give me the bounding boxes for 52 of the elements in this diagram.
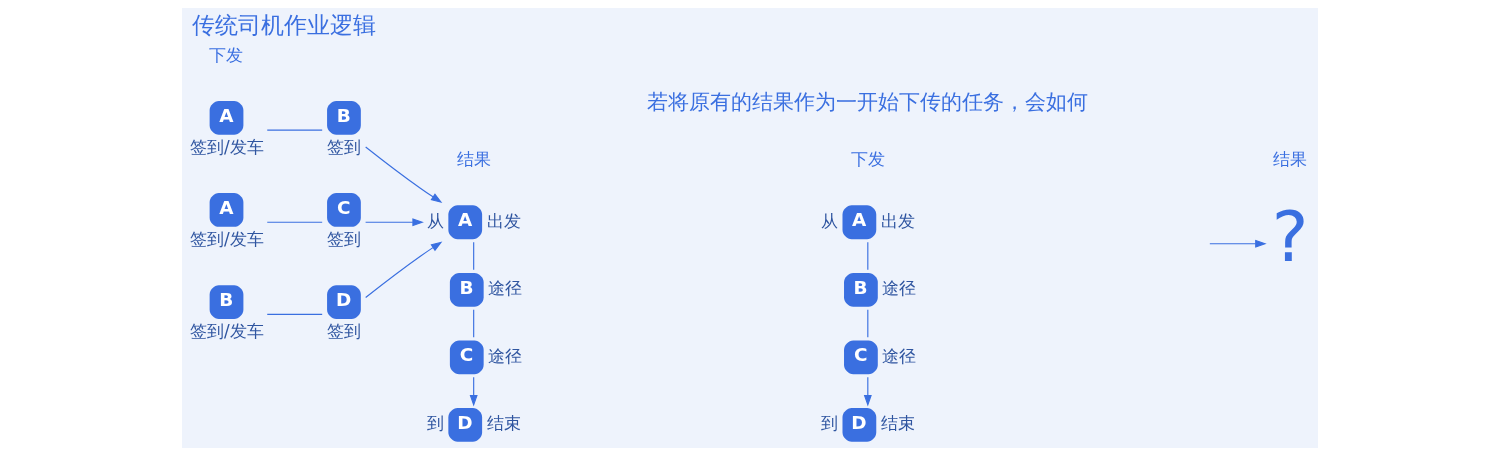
- connector: [266, 129, 323, 131]
- arrow: [1209, 239, 1267, 248]
- node-label: 途径: [882, 345, 917, 366]
- label: 结果: [456, 149, 491, 170]
- node-box: A: [209, 100, 244, 135]
- node-box: D: [327, 285, 361, 319]
- node-box: B: [209, 285, 244, 319]
- node-box: C: [844, 340, 878, 375]
- label: 下发: [209, 44, 244, 65]
- node-label: 签到: [327, 136, 362, 157]
- node-label: 从: [426, 210, 444, 231]
- label: 结果: [1272, 149, 1307, 170]
- node-box: C: [449, 340, 484, 375]
- node-label: 结束: [486, 413, 521, 434]
- node-label: 签到/发车: [190, 321, 264, 342]
- node-label: 途径: [488, 345, 523, 366]
- node-label: 签到: [327, 228, 362, 249]
- node-box: B: [449, 272, 484, 307]
- connector: [473, 309, 475, 338]
- node-label: 签到/发车: [190, 228, 264, 249]
- node-label: 到: [426, 413, 444, 434]
- node-box: A: [209, 193, 244, 227]
- node-label: 途径: [488, 278, 523, 299]
- label: 下发: [850, 149, 885, 170]
- connector: [266, 221, 323, 223]
- arrow: [365, 146, 443, 204]
- node-label: 出发: [486, 210, 521, 231]
- diagram-title: 传统司机作业逻辑: [191, 11, 376, 38]
- node-box: A: [842, 205, 877, 240]
- node-label: 到: [821, 413, 838, 434]
- arrow: [469, 376, 478, 407]
- node-label: 从: [821, 210, 838, 231]
- arrow: [365, 218, 424, 227]
- node-box: D: [448, 408, 483, 442]
- node-box: C: [327, 193, 361, 227]
- node-label: 出发: [880, 210, 915, 231]
- connector: [266, 313, 323, 315]
- node-label: 结束: [880, 413, 915, 434]
- node-label: 途径: [882, 278, 917, 299]
- node-text: ?: [1271, 197, 1309, 278]
- connector: [867, 241, 869, 271]
- node-box: B: [327, 100, 361, 135]
- arrow: [365, 241, 443, 299]
- connector: [473, 241, 475, 271]
- arrow: [863, 376, 872, 407]
- connector: [867, 309, 869, 338]
- node-label: 签到/发车: [190, 136, 264, 157]
- node-box: D: [842, 408, 877, 442]
- label: 若将原有的结果作为一开始下传的任务，会如何: [647, 89, 1089, 115]
- node-box: A: [448, 205, 483, 240]
- node-box: B: [844, 272, 878, 307]
- node-label: 签到: [327, 321, 362, 342]
